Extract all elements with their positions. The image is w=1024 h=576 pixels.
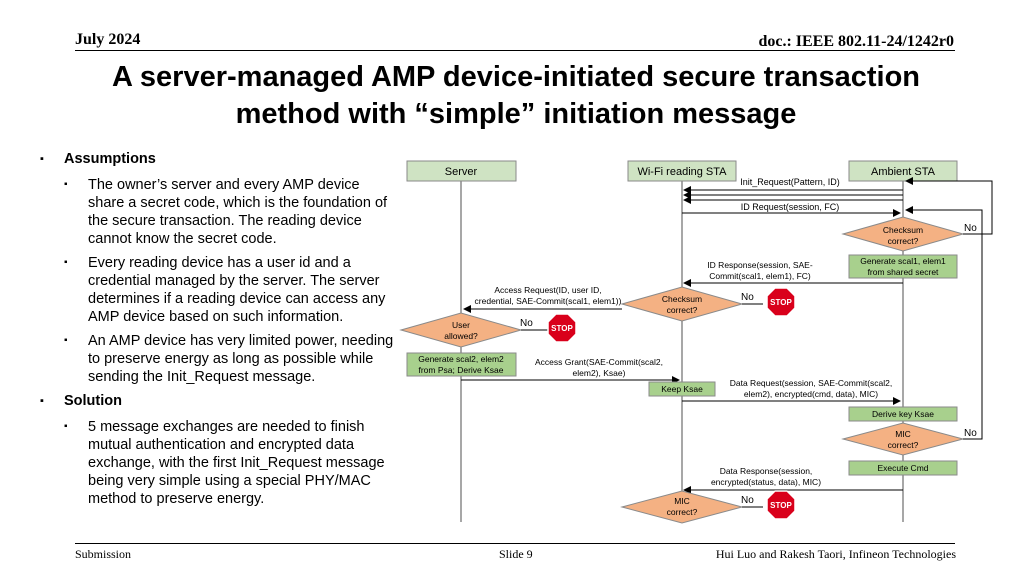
actor-reader: Wi-Fi reading STA	[627, 160, 737, 182]
svg-text:Execute Cmd: Execute Cmd	[877, 463, 928, 473]
decision-mic-ambient: MIC correct?	[841, 422, 965, 456]
action-generate-scal2: Generate scal2, elem2 from Psa; Derive K…	[406, 352, 517, 377]
label-no-checksum-reader: No	[741, 292, 754, 303]
footer-slide-number: Slide 9	[499, 547, 533, 561]
label-no-checksum-ambient: No	[964, 223, 977, 234]
loop-no-checksum-ambient	[905, 177, 993, 235]
decision-user-allowed: User allowed?	[399, 312, 523, 348]
svg-text:from Psa; Derive Ksae: from Psa; Derive Ksae	[418, 365, 503, 375]
header-doc-id: doc.: IEEE 802.11-24/1242r0	[758, 33, 954, 50]
label-data-request-1: Data Request(session, SAE-Commit(scal2,	[730, 378, 893, 388]
svg-text:Keep Ksae: Keep Ksae	[661, 384, 703, 394]
label-data-response-1: Data Response(session,	[720, 466, 813, 476]
svg-text:Generate scal2, elem2: Generate scal2, elem2	[418, 354, 504, 364]
label-access-request-2: credential, SAE-Commit(scal1, elem1))	[475, 296, 622, 306]
svg-text:MIC: MIC	[674, 496, 690, 506]
svg-text:Generate scal1, elem1: Generate scal1, elem1	[860, 256, 946, 266]
footer-submission: Submission	[75, 547, 132, 561]
footer-divider	[75, 543, 955, 544]
svg-text:MIC: MIC	[895, 429, 911, 439]
svg-text:Ambient STA: Ambient STA	[871, 166, 936, 178]
action-generate-scal1: Generate scal1, elem1 from shared secret	[848, 254, 958, 279]
action-derive-ksae: Derive key Ksae	[848, 406, 958, 422]
label-id-response-2: Commit(scal1, elem1), FC)	[709, 271, 811, 281]
bullet-heading-assumptions: Assumptions	[40, 150, 395, 168]
label-no-mic-reader: No	[741, 495, 754, 506]
title-line-1: A server-managed AMP device-initiated se…	[112, 61, 920, 93]
svg-text:Derive key Ksae: Derive key Ksae	[872, 409, 934, 419]
label-id-request: ID Request(session, FC)	[741, 202, 840, 212]
svg-text:Server: Server	[445, 166, 478, 178]
bullet-item: 5 message exchanges are needed to finish…	[64, 418, 395, 508]
label-no-user-allowed: No	[520, 318, 533, 329]
footer-authors: Hui Luo and Rakesh Taori, Infineon Techn…	[715, 547, 956, 561]
actor-ambient: Ambient STA	[848, 160, 958, 182]
actor-server: Server	[406, 160, 517, 182]
header-date: July 2024	[75, 31, 141, 48]
decision-mic-reader: MIC correct?	[620, 490, 744, 524]
label-init-request: Init_Request(Pattern, ID)	[740, 177, 840, 187]
bullet-item: The owner’s server and every AMP device …	[64, 176, 395, 248]
label-access-grant-1: Access Grant(SAE-Commit(scal2,	[535, 357, 663, 367]
slide-title: A server-managed AMP device-initiated se…	[60, 59, 972, 133]
label-access-request-1: Access Request(ID, user ID,	[494, 285, 601, 295]
stop-sign-icon: STOP	[766, 490, 796, 520]
svg-text:STOP: STOP	[770, 298, 792, 307]
action-keep-ksae: Keep Ksae	[648, 381, 716, 397]
label-id-response-1: ID Response(session, SAE-	[707, 260, 813, 270]
svg-text:User: User	[452, 320, 470, 330]
message-init-request	[683, 186, 903, 204]
action-execute-cmd: Execute Cmd	[848, 460, 958, 476]
stop-sign-icon: STOP	[766, 287, 796, 317]
label-data-response-2: encrypted(status, data), MIC)	[711, 477, 821, 487]
title-line-2: method with “simple” initiation message	[235, 98, 797, 130]
svg-text:STOP: STOP	[770, 501, 792, 510]
decision-checksum-ambient: Checksum correct?	[841, 216, 965, 252]
svg-text:Checksum: Checksum	[883, 225, 923, 235]
header-divider	[75, 50, 955, 51]
svg-text:from shared secret: from shared secret	[868, 267, 939, 277]
svg-text:correct?: correct?	[667, 507, 698, 517]
bullet-list: Assumptions The owner’s server and every…	[40, 150, 395, 514]
decision-checksum-reader: Checksum correct?	[620, 286, 744, 322]
bullet-item: An AMP device has very limited power, ne…	[64, 332, 395, 386]
svg-text:correct?: correct?	[888, 440, 919, 450]
svg-text:Checksum: Checksum	[662, 294, 702, 304]
bullet-item: Every reading device has a user id and a…	[64, 254, 395, 326]
svg-text:STOP: STOP	[551, 324, 573, 333]
label-access-grant-2: elem2), Ksae)	[573, 368, 626, 378]
label-data-request-2: elem2), encrypted(cmd, data), MIC)	[744, 389, 878, 399]
bullet-heading-solution: Solution	[40, 392, 395, 410]
loop-no-mic-ambient	[905, 206, 983, 440]
stop-sign-icon: STOP	[547, 313, 577, 343]
svg-text:correct?: correct?	[888, 236, 919, 246]
svg-text:correct?: correct?	[667, 305, 698, 315]
label-no-mic-ambient: No	[964, 428, 977, 439]
svg-text:Wi-Fi reading STA: Wi-Fi reading STA	[637, 166, 727, 178]
svg-text:allowed?: allowed?	[444, 331, 478, 341]
